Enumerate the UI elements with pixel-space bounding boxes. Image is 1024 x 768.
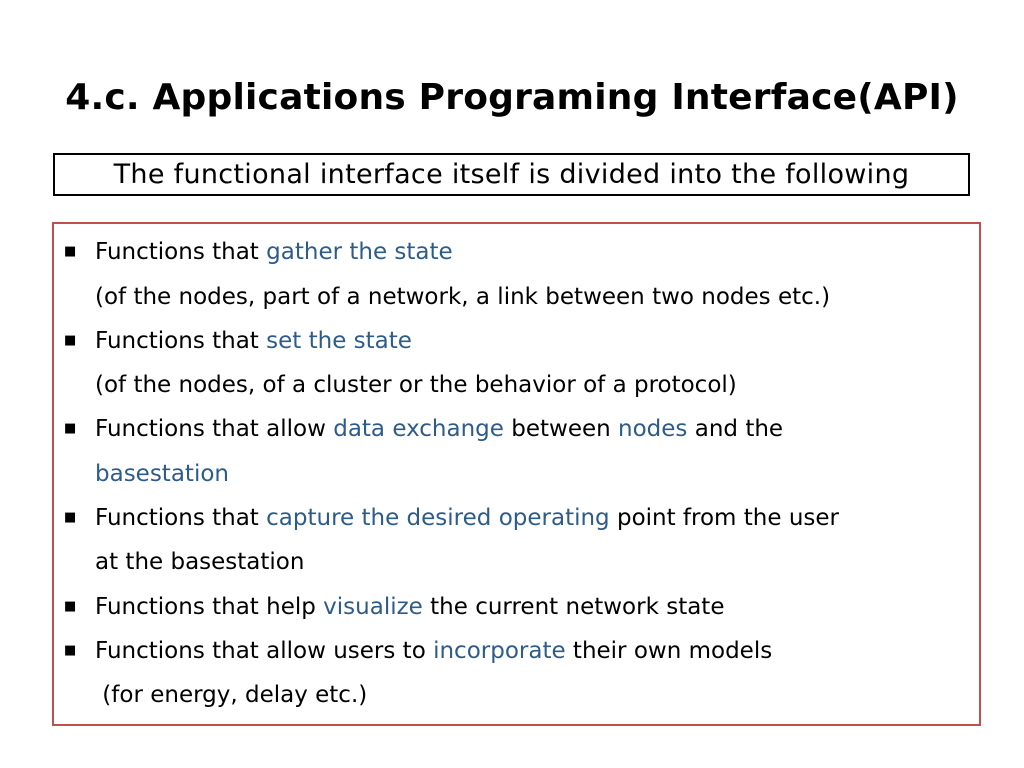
sub-text: (of the nodes, part of a network, a link… — [95, 284, 831, 310]
bullet-subline: basestation — [95, 459, 229, 489]
bullet-marker: ■ — [64, 643, 77, 658]
sub-text: (for energy, delay etc.) — [95, 682, 368, 708]
content-box — [52, 222, 981, 726]
bullet-marker: ■ — [64, 333, 77, 348]
bullet-text: their own models — [565, 638, 773, 664]
bullet-text: and the — [687, 416, 784, 442]
bullet-text: Functions that — [95, 328, 267, 354]
highlight-text: gather the state — [266, 239, 453, 265]
bullet-text: Functions that — [95, 239, 267, 265]
highlight-text: basestation — [95, 461, 229, 487]
highlight-text: capture the desired operating — [266, 505, 610, 531]
bullet-subline: at the basestation — [95, 547, 304, 577]
bullet-item-capture-operating-point: Functions that capture the desired opera… — [95, 503, 839, 533]
bullet-marker: ■ — [64, 244, 77, 259]
highlight-text: set the state — [266, 328, 412, 354]
sub-text: at the basestation — [95, 549, 305, 575]
highlight-text: visualize — [323, 594, 423, 620]
bullet-marker: ■ — [64, 421, 77, 436]
bullet-text: Functions that allow users to — [95, 638, 434, 664]
slide-title: 4.c. Applications Programing Interface(A… — [65, 77, 959, 118]
bullet-subline: (for energy, delay etc.) — [95, 680, 367, 710]
bullet-item-set-state: Functions that set the state — [95, 326, 412, 356]
bullet-marker: ■ — [64, 510, 77, 525]
bullet-marker: ■ — [64, 599, 77, 614]
highlight-text: data exchange — [333, 416, 504, 442]
bullet-item-gather-state: Functions that gather the state — [95, 237, 453, 267]
bullet-text: between — [503, 416, 619, 442]
subtitle-text: The functional interface itself is divid… — [113, 159, 910, 190]
bullet-text: Functions that help — [95, 594, 324, 620]
bullet-item-data-exchange: Functions that allow data exchange betwe… — [95, 414, 783, 444]
bullet-text: point from the user — [609, 505, 839, 531]
bullet-text: the current network state — [422, 594, 725, 620]
bullet-item-visualize: Functions that help visualize the curren… — [95, 592, 724, 622]
highlight-text: nodes — [618, 416, 688, 442]
highlight-text: incorporate — [433, 638, 566, 664]
sub-text: (of the nodes, of a cluster or the behav… — [95, 372, 737, 398]
bullet-text: Functions that allow — [95, 416, 334, 442]
bullet-text: Functions that — [95, 505, 267, 531]
subtitle-box: The functional interface itself is divid… — [53, 153, 970, 196]
bullet-item-incorporate-models: Functions that allow users to incorporat… — [95, 636, 772, 666]
bullet-subline: (of the nodes, of a cluster or the behav… — [95, 370, 737, 400]
bullet-subline: (of the nodes, part of a network, a link… — [95, 282, 830, 312]
